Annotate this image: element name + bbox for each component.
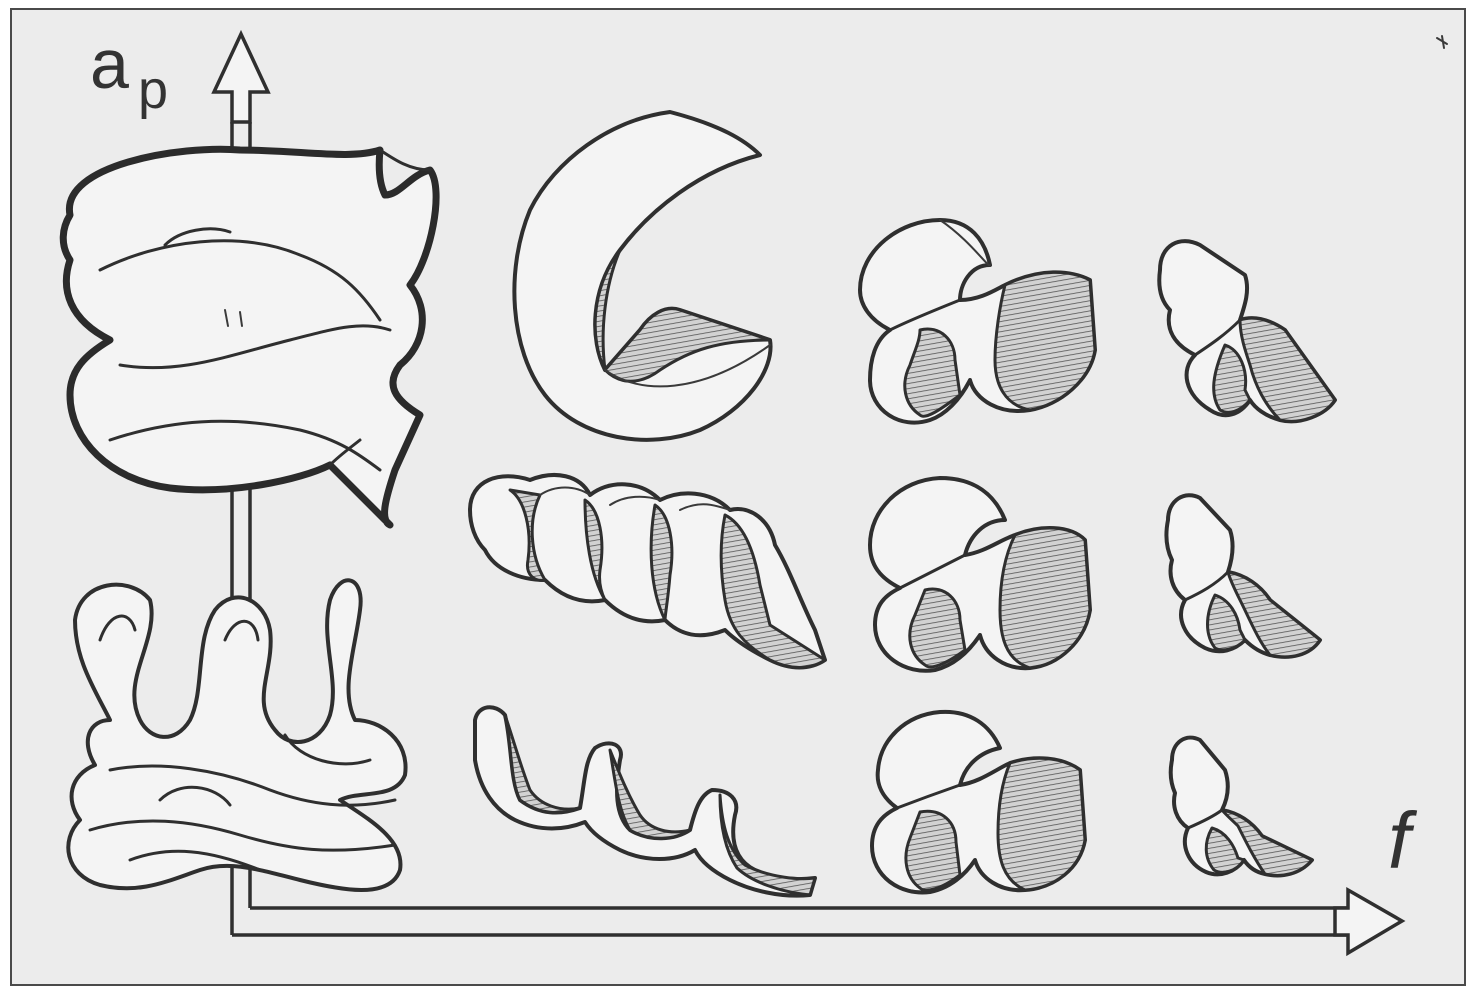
horizontal-axis-label: f [1388,796,1418,885]
chip-row2-col1 [470,475,825,668]
scan-speck [1437,36,1447,48]
tangled-string-chip [68,580,405,890]
chip-row2-col2 [870,478,1090,671]
large-ribbon-chip [63,149,436,525]
chip-row2-col3 [1166,495,1320,657]
chip-row3-col3 [1171,738,1312,876]
chip-row1-col3 [1159,241,1335,421]
vertical-axis-label: a p [90,25,168,120]
chip-row1-col2 [860,220,1095,423]
vertical-axis-label-main: a [90,25,129,103]
horizontal-axis-arrow [232,890,1402,953]
chip-row3-col2 [872,712,1085,893]
vertical-axis-label-subscript: p [138,60,168,120]
chip-row3-col1 [475,707,815,895]
chip-row1-col1 [514,112,770,440]
